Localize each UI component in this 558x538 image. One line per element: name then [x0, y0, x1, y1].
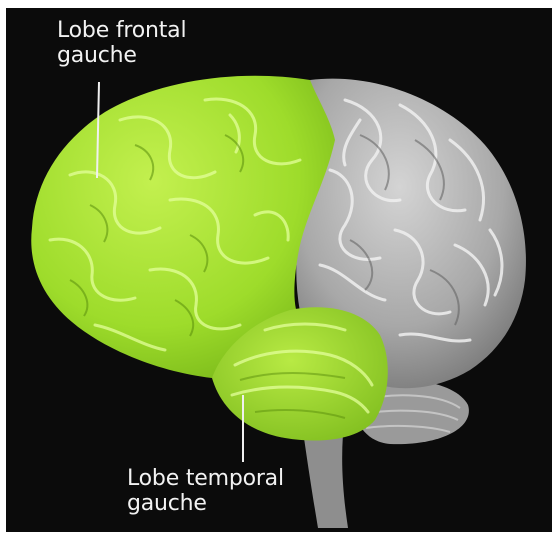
- temporal-lobe-label-line1: Lobe temporal: [127, 466, 284, 491]
- frontal-lobe-label-line1: Lobe frontal: [57, 18, 186, 43]
- temporal-lobe-label: Lobe temporal gauche: [127, 466, 284, 516]
- temporal-lobe-label-line2: gauche: [127, 491, 284, 516]
- frontal-lobe-label-line2: gauche: [57, 43, 186, 68]
- frontal-lobe-label: Lobe frontal gauche: [57, 18, 186, 68]
